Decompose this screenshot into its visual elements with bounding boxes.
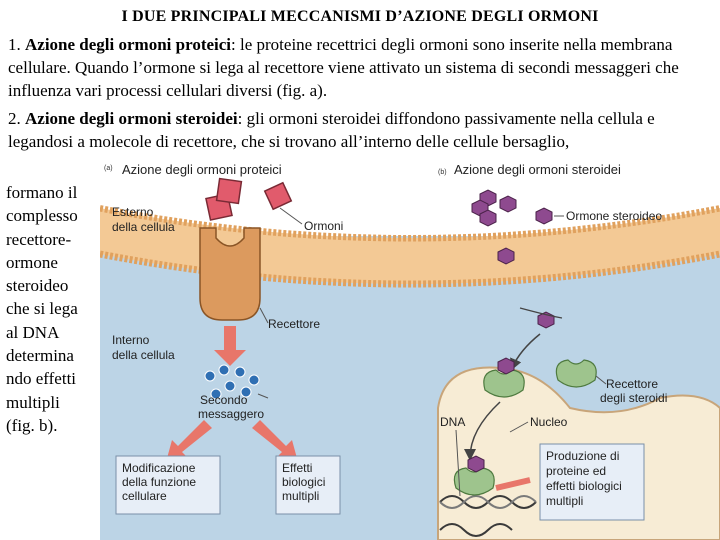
second-messengers	[204, 364, 260, 400]
steroid-receptor	[555, 359, 597, 388]
signal-arrow	[214, 326, 246, 366]
text-line: formano il	[6, 183, 78, 202]
leader-line	[455, 429, 461, 497]
steroid-hormone	[497, 247, 515, 265]
membrane-inner-edge	[100, 250, 720, 288]
page-title: I DUE PRINCIPALI MECCANISMI D’AZIONE DEG…	[121, 8, 599, 25]
label-dna: DNA	[440, 415, 465, 429]
biological-effects-box-text: Effetti biologici multipli	[282, 461, 329, 503]
leader-line	[595, 375, 607, 385]
effect-arrow	[495, 477, 531, 491]
protein-production-box-text: Produzione di proteine ed effetti biolog…	[546, 449, 625, 508]
second-messenger-molecule	[218, 364, 230, 376]
panel-a-title: Azione degli ormoni proteici	[122, 162, 282, 177]
label-nucleus: Nucleo	[530, 415, 568, 429]
dna-strand	[439, 523, 513, 537]
steroid-hormones	[471, 189, 553, 227]
steroid-receptor	[453, 467, 495, 496]
leader-line	[279, 207, 303, 225]
effect-arrow-left	[166, 420, 212, 462]
label-steroid-hormone: Ormone steroideo	[566, 209, 662, 223]
label-outside-cell: Esterno della cellula	[112, 205, 175, 234]
second-messenger-molecule	[240, 386, 252, 398]
text-line: ormone	[6, 252, 58, 272]
point-number: 1.	[8, 35, 21, 54]
text-line: complesso	[6, 206, 78, 226]
text-line: al DNA	[6, 322, 60, 342]
label-second-messenger: Secondo messaggero	[198, 393, 264, 421]
point-text: : le proteine recettrici degli ormoni so…	[8, 35, 679, 100]
cell-function-box	[115, 455, 221, 515]
second-messenger-molecule	[210, 388, 222, 400]
leader-line	[259, 307, 269, 324]
membrane-outer-edge	[100, 204, 720, 242]
paragraph-continuation: formano il complesso recettore- ormone s…	[6, 181, 98, 437]
extracellular-space	[100, 158, 720, 235]
label-steroid-receptors: Recettore degli steroidi	[600, 377, 667, 405]
protein-hormone	[263, 181, 293, 211]
point-number: 2.	[8, 109, 21, 128]
second-messenger-molecule	[224, 380, 236, 392]
steroid-hormone	[479, 209, 497, 227]
second-messenger-molecule	[204, 370, 216, 382]
panel-a-letter: (a)	[104, 165, 113, 172]
label-hormones: Ormoni	[304, 219, 343, 233]
text-line: steroideo	[6, 276, 69, 296]
dna-strand	[439, 495, 537, 509]
steroid-receptor	[483, 369, 525, 398]
point-heading: Azione degli ormoni steroidei	[25, 109, 238, 128]
label-inside-cell: Interno della cellula	[112, 333, 175, 362]
protein-hormones	[205, 177, 293, 221]
text-line: ndo effetti	[6, 369, 77, 389]
hormone-mechanism-figure: (a) Azione degli ormoni proteici Ormoni …	[100, 158, 720, 540]
paragraph-steroid-hormones: 2. Azione degli ormoni steroidei: gli or…	[8, 107, 712, 153]
text-line: multipli	[6, 392, 60, 412]
panel-b-letter: (b)	[438, 169, 447, 176]
text-line: recettore-	[6, 229, 72, 249]
second-messenger-molecule	[234, 366, 246, 378]
protein-production-box	[539, 443, 645, 521]
second-messenger-molecule	[248, 374, 260, 386]
text-line: che si lega	[6, 299, 78, 319]
membrane-receptor	[199, 227, 261, 321]
effect-arrow-right	[252, 420, 298, 462]
paragraph-protein-hormones: 1. Azione degli ormoni proteici: le prot…	[8, 33, 712, 102]
label-receptor: Recettore	[268, 317, 320, 331]
text-line: determina	[6, 346, 74, 366]
steroid-hormone	[467, 455, 485, 473]
diffusion-arrow	[519, 307, 563, 319]
protein-hormone	[215, 177, 243, 205]
point-text: : gli ormoni steroidei diffondono passiv…	[8, 109, 655, 151]
leader-line	[257, 393, 269, 399]
nuclear-entry-arrow	[464, 401, 501, 461]
biological-effects-box	[275, 455, 341, 515]
cell-function-box-text: Modificazione della funzione cellulare	[122, 461, 199, 503]
leader-line	[509, 421, 529, 433]
panel-b-title: Azione degli ormoni steroidei	[454, 162, 621, 177]
steroid-hormone	[499, 195, 517, 213]
point-heading: Azione degli ormoni proteici	[25, 35, 232, 54]
steroid-hormone	[497, 357, 515, 375]
text-line: (fig. b).	[6, 415, 58, 435]
steroid-hormone	[535, 207, 553, 225]
